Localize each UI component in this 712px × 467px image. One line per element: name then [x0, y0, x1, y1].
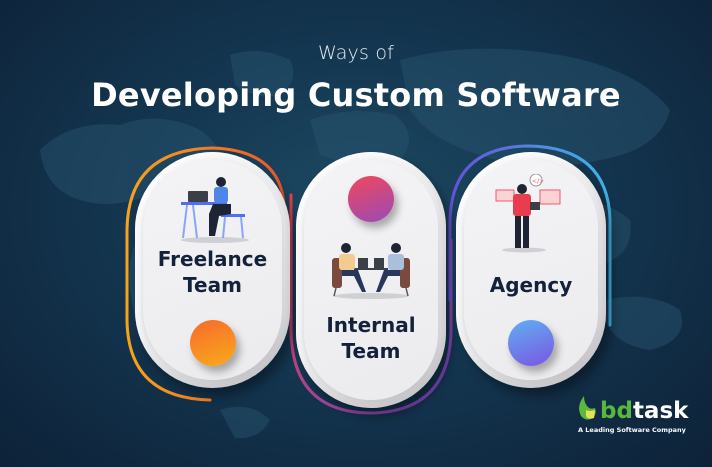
card-label: Internal Team: [326, 313, 416, 363]
page-title: Developing Custom Software: [91, 76, 621, 114]
blue-purple-dot-icon: [508, 320, 554, 366]
card-internal-team[interactable]: Internal Team: [296, 152, 446, 408]
agency-illustration-icon: </>: [495, 174, 561, 253]
pink-purple-dot-icon: [348, 176, 394, 222]
card-label: Agency: [489, 273, 573, 297]
card-agency[interactable]: </> Agency: [456, 152, 606, 388]
freelancer-illustration-icon: [181, 177, 249, 243]
card-freelance-team[interactable]: Freelance Team: [135, 152, 290, 388]
svg-text:</>: </>: [532, 178, 544, 185]
brand-name: bdtask: [600, 398, 689, 424]
internal-team-illustration-icon: [332, 243, 410, 299]
leaf-logo-icon: [579, 396, 596, 420]
card-label: Freelance Team: [157, 247, 268, 297]
brand-tagline: A Leading Software Company: [578, 426, 686, 434]
orange-dot-icon: [190, 320, 236, 366]
subtitle: Ways of: [317, 42, 395, 64]
